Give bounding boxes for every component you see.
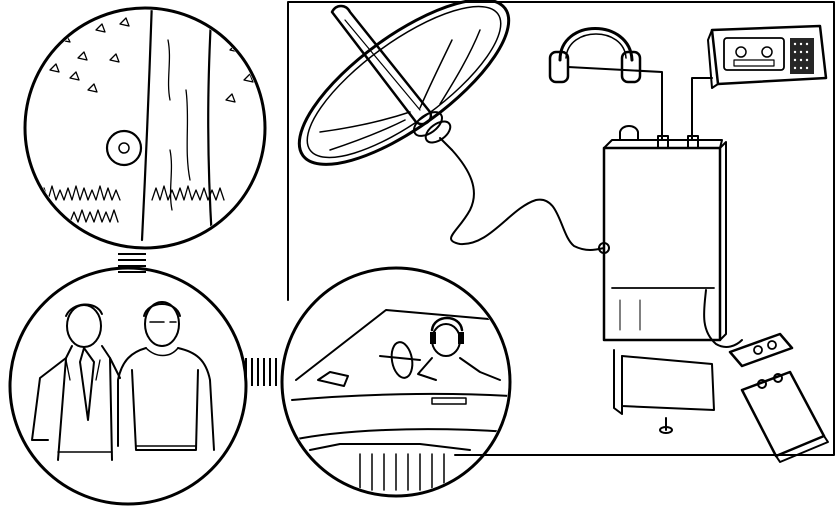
amplifier-box-icon: [598, 125, 727, 342]
cassette-recorder-icon: [691, 24, 828, 141]
tree-with-hidden-microphone-icon: [23, 6, 267, 250]
connector-tree-men: [118, 253, 146, 273]
connector-men-car: [245, 358, 277, 386]
two-men-talking-icon: [8, 266, 248, 506]
screw-icon: [659, 417, 673, 434]
headphones-icon: [548, 27, 663, 141]
battery-clip-icon: [728, 332, 794, 368]
mounting-plate-icon: [613, 349, 715, 415]
battery-cable: [703, 289, 743, 348]
parabolic-dish-icon: [297, 0, 511, 166]
operator-in-car-with-headphones-icon: [280, 266, 512, 498]
battery-icon: [740, 370, 829, 463]
dish-cable: [450, 149, 605, 251]
equipment-box: [287, 1, 835, 456]
